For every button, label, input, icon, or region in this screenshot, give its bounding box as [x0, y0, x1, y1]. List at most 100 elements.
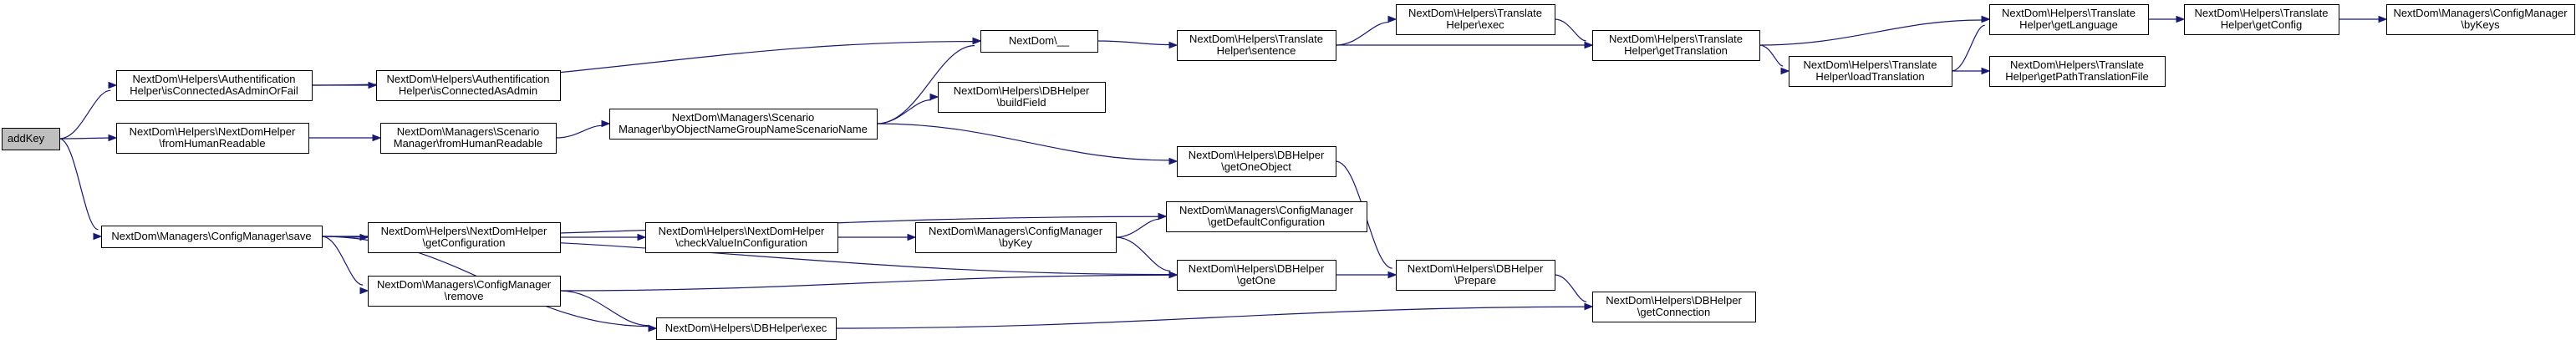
node-by-object-name[interactable]: NextDom\Managers\ScenarioManager\byObjec… — [609, 109, 878, 140]
node-box — [2184, 4, 2339, 35]
node-db-exec[interactable]: NextDom\Helpers\DBHelper\exec — [656, 317, 837, 340]
node-label-line: Helper\getConfig — [2221, 18, 2303, 31]
arrowhead — [1780, 67, 1790, 75]
node-label-line: \getOneObject — [1221, 160, 1291, 173]
node-translate-get-config[interactable]: NextDom\Helpers\TranslateHelper\getConfi… — [2184, 4, 2339, 35]
edge-line — [59, 137, 109, 140]
node-label-line: \getConfiguration — [422, 236, 505, 249]
node-label-line: NextDom\Helpers\Translate — [1804, 58, 1937, 71]
edge-config-remove-to-db-get-one — [559, 271, 1179, 292]
node-label-line: Helper\isConnectedAsAdmin — [399, 84, 537, 97]
edge-line — [1115, 236, 1171, 271]
arrowhead — [108, 134, 118, 142]
arrowhead — [1168, 271, 1179, 279]
node-check-value-in-configuration[interactable]: NextDom\Helpers\NextDomHelper\checkValue… — [645, 222, 838, 253]
node-label-line: NextDom\__ — [1009, 34, 1070, 47]
node-get-translation[interactable]: NextDom\Helpers\TranslateHelper\getTrans… — [1592, 30, 1760, 61]
node-get-one-object[interactable]: NextDom\Helpers\DBHelper\getOneObject — [1177, 146, 1336, 177]
node-is-connected-as-admin[interactable]: NextDom\Helpers\AuthentificationHelper\i… — [376, 70, 561, 101]
edge-load-translation-to-get-language — [1951, 15, 1991, 72]
node-label-line: NextDom\Helpers\Authentification — [386, 73, 549, 85]
edge-add-key-to-from-human-readable-helper — [59, 134, 118, 142]
node-label-line: \Prepare — [1454, 274, 1496, 287]
node-config-remove[interactable]: NextDom\Managers\ConfigManager\remove — [368, 276, 561, 307]
node-label-line: NextDom\Helpers\NextDomHelper — [130, 125, 296, 138]
node-box — [368, 276, 561, 307]
arrowhead — [2378, 15, 2388, 23]
node-build-field[interactable]: NextDom\Helpers\DBHelper\buildField — [938, 82, 1106, 113]
node-box — [2, 128, 60, 150]
node-label-line: Helper\getTranslation — [1624, 44, 1728, 57]
arrowhead — [601, 119, 611, 128]
edge-by-object-name-to-translate-underscore — [876, 37, 982, 124]
edge-line — [59, 89, 111, 140]
edge-by-object-name-to-get-one-object — [876, 123, 1179, 165]
node-translate-underscore[interactable]: NextDom\__ — [980, 30, 1098, 53]
node-config-save[interactable]: NextDom\Managers\ConfigManager\save — [101, 226, 323, 248]
node-box — [980, 30, 1098, 53]
node-label-line: Manager\fromHumanReadable — [394, 137, 542, 150]
node-get-connection[interactable]: NextDom\Helpers\DBHelper\getConnection — [1592, 292, 1756, 322]
edge-add-key-to-is-connected-as-admin-or-fail — [59, 81, 118, 140]
arrowhead — [1584, 41, 1594, 49]
node-label-line: \remove — [445, 290, 484, 302]
node-label-line: NextDom\Helpers\Translate — [1189, 33, 1323, 45]
node-config-by-key[interactable]: NextDom\Managers\ConfigManager\byKey — [915, 222, 1117, 253]
edge-line — [321, 236, 364, 286]
edge-translate-sentence-to-get-translation — [1336, 41, 1594, 49]
node-label-line: NextDom\Helpers\Translate — [1408, 7, 1542, 19]
node-label-line: NextDom\Helpers\Authentification — [132, 73, 295, 85]
edge-db-get-one-to-db-prepare — [1336, 271, 1397, 279]
edge-load-translation-to-get-path-translation-file — [1952, 67, 1991, 75]
edge-line — [876, 123, 1170, 161]
node-box — [116, 70, 313, 101]
node-get-path-translation-file[interactable]: NextDom\Helpers\TranslateHelper\getPathT… — [1989, 56, 2166, 87]
node-get-language[interactable]: NextDom\Helpers\TranslateHelper\getLangu… — [1989, 4, 2149, 35]
arrowhead — [1168, 41, 1179, 49]
node-label-line: Helper\getLanguage — [2019, 18, 2118, 31]
node-box — [1592, 30, 1760, 61]
node-label-line: addKey — [8, 132, 45, 145]
edge-is-connected-as-admin-or-fail-to-is-connected-as-admin — [312, 81, 378, 89]
node-from-human-readable-helper[interactable]: NextDom\Helpers\NextDomHelper\fromHumanR… — [116, 123, 309, 154]
node-label-line: Helper\isConnectedAsAdminOrFail — [130, 84, 298, 97]
node-box — [1592, 292, 1756, 322]
arrowhead — [368, 81, 378, 89]
node-label-line: NextDom\Helpers\DBHelper — [1408, 262, 1544, 275]
node-label-line: NextDom\Helpers\Translate — [2195, 7, 2329, 19]
node-label-line: \getOne — [1237, 274, 1275, 287]
edge-line — [1097, 40, 1170, 46]
node-config-manager-by-keys[interactable]: NextDom\Managers\ConfigManager\byKeys — [2386, 4, 2575, 35]
edge-config-by-key-to-db-get-one — [1115, 236, 1179, 279]
node-label-line: \buildField — [996, 96, 1046, 109]
node-label-line: \checkValueInConfiguration — [675, 236, 807, 249]
node-scenario-from-human-readable[interactable]: NextDom\Managers\ScenarioManager\fromHum… — [380, 123, 557, 154]
arrowhead — [907, 233, 917, 241]
node-db-prepare[interactable]: NextDom\Helpers\DBHelper\Prepare — [1396, 260, 1555, 291]
node-is-connected-as-admin-or-fail[interactable]: NextDom\Helpers\AuthentificationHelper\i… — [116, 70, 313, 101]
node-label-line: NextDom\Helpers\DBHelper — [1606, 294, 1742, 307]
node-box — [609, 109, 878, 140]
node-get-configuration[interactable]: NextDom\Helpers\NextDomHelper\getConfigu… — [368, 222, 561, 253]
arrowhead — [1158, 212, 1168, 221]
edge-line — [59, 138, 99, 231]
node-db-get-one[interactable]: NextDom\Helpers\DBHelper\getOne — [1177, 260, 1336, 291]
node-box — [1166, 201, 1367, 232]
node-add-key[interactable]: addKey — [2, 128, 60, 150]
node-get-default-configuration[interactable]: NextDom\Managers\ConfigManager\getDefaul… — [1166, 201, 1367, 232]
edge-add-key-to-config-save — [59, 138, 103, 241]
edge-line — [876, 99, 931, 124]
node-box — [1177, 260, 1336, 291]
edge-line — [1759, 19, 1983, 46]
edge-db-exec-to-get-connection — [835, 302, 1594, 329]
edge-line — [1335, 21, 1389, 46]
node-load-translation[interactable]: NextDom\Helpers\TranslateHelper\loadTran… — [1789, 56, 1952, 87]
node-label-line: NextDom\Managers\Scenario — [397, 125, 540, 138]
arrowhead — [1584, 302, 1594, 311]
arrowhead — [372, 134, 382, 142]
edge-line — [1554, 18, 1586, 42]
node-label-line: Helper\sentence — [1217, 44, 1296, 57]
node-label-line: Manager\byObjectNameGroupNameScenarioNam… — [619, 123, 868, 135]
